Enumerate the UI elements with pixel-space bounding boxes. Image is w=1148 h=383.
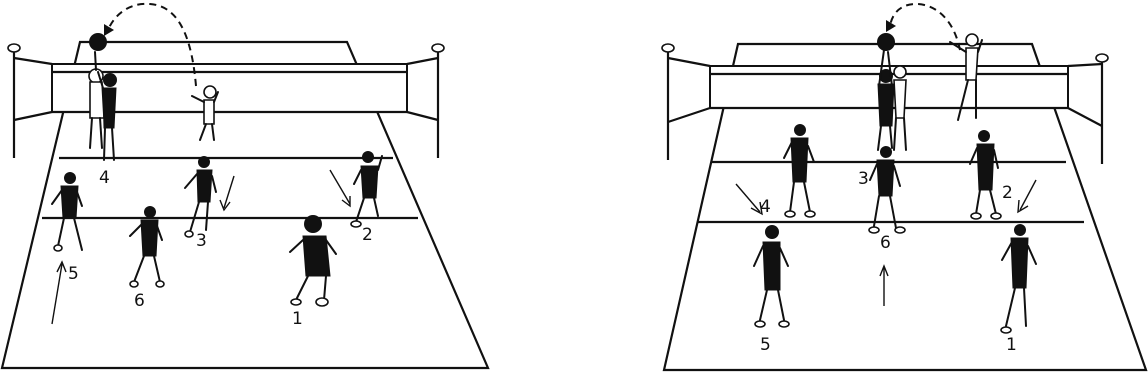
player-label: 1 [292, 309, 303, 329]
player-label: 6 [880, 233, 891, 253]
player-label: 3 [858, 169, 869, 189]
player-5 [51, 172, 83, 252]
player-label: 3 [196, 231, 207, 251]
player-1 [289, 215, 337, 307]
player-3 [868, 146, 906, 234]
player-3-block [893, 65, 907, 151]
move-arrowhead [1017, 199, 1029, 214]
player-4 [88, 51, 105, 149]
move-arrow [223, 175, 235, 209]
move-arrow [51, 263, 63, 325]
player-2 [350, 151, 383, 228]
net [7, 43, 445, 158]
player-6 [129, 206, 165, 288]
trajectory-arrowhead [104, 24, 114, 36]
opponent-blocker-right [877, 49, 895, 151]
diagram-right: 3 6 4 2 5 1 [574, 0, 1148, 383]
player-4 [783, 124, 816, 218]
player-label: 5 [68, 264, 79, 284]
ball [877, 33, 895, 51]
diagram-right-svg: 3 6 4 2 5 1 [661, 2, 1148, 372]
player-label: 2 [1002, 183, 1013, 203]
opponent-blocker-left [97, 71, 117, 161]
ball-trajectory [107, 2, 197, 87]
opponent-attacker-left [191, 85, 219, 141]
player-5 [753, 225, 790, 328]
move-arrow [329, 169, 351, 205]
move-arrowhead [56, 260, 67, 273]
move-arrowhead [219, 199, 231, 212]
court-outline [662, 42, 1148, 372]
opponent-attacker-right [949, 33, 983, 121]
move-arrowhead [750, 201, 763, 216]
player-label: 4 [99, 168, 110, 188]
court-outline [0, 40, 490, 370]
player-3 [184, 156, 217, 238]
ball [89, 33, 107, 51]
player-label: 5 [760, 335, 771, 355]
move-arrowhead [879, 264, 889, 277]
diagram-left-svg: 4 3 2 5 6 [0, 2, 490, 370]
player-label: 1 [1006, 335, 1017, 355]
diagram-left: 4 3 2 5 6 [0, 2, 490, 370]
player-1 [1000, 224, 1037, 334]
player-2 [969, 130, 1002, 220]
move-arrow [735, 183, 761, 213]
move-arrow [1019, 179, 1037, 211]
player-label: 6 [134, 291, 145, 311]
player-label: 4 [760, 197, 771, 217]
trajectory-arrowhead [886, 20, 896, 32]
player-label: 2 [362, 225, 373, 245]
move-arrowhead [341, 196, 351, 208]
